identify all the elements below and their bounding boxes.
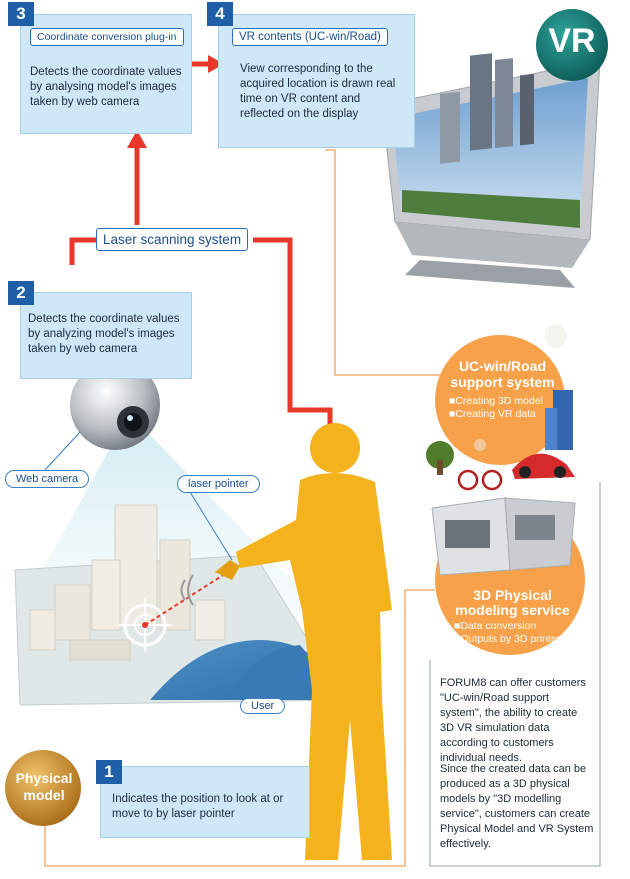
laser-pointer-label: laser pointer [177, 475, 260, 493]
ucwin-item-1: ■Creating 3D model [449, 395, 543, 407]
vr-badge-text: VR [548, 22, 596, 60]
user-label: User [240, 698, 286, 714]
step1-number: 1 [96, 760, 122, 784]
arrow-head-right [208, 55, 224, 73]
step3-text: Detects the coordinate values by analysi… [30, 66, 182, 108]
step4-number: 4 [207, 2, 233, 26]
arrow-head-up [127, 130, 147, 148]
step4-text: View corresponding to the acquired locat… [240, 63, 396, 120]
orange-connector-lines [44, 149, 440, 867]
description-paragraph-1: FORUM8 can offer customers "UC-win/Road … [440, 677, 586, 764]
printer-illustration [431, 497, 576, 576]
laser-target [118, 571, 229, 652]
step2-box [20, 292, 192, 379]
step3-number: 3 [8, 2, 34, 26]
description-frame [429, 482, 601, 867]
step4-title: VR contents (UC-win/Road) [232, 28, 388, 46]
step2-number: 2 [8, 281, 34, 305]
modeling-item-2: ■Outputs by 3D printer [454, 633, 561, 645]
laser-system-label: Laser scanning system [96, 228, 249, 251]
step1-text: Indicates the position to look at or mov… [112, 793, 284, 820]
physical-model-badge-text: Physical model [15, 770, 73, 803]
description-paragraph-2: Since the created data can be produced a… [440, 763, 594, 850]
physical-model-badge-circle [5, 750, 81, 826]
web-camera-graphic [70, 360, 160, 450]
ucwin-illustration [426, 324, 575, 491]
vr-badge-circle [536, 9, 608, 81]
step1-box [100, 766, 310, 838]
modeling-title: 3D Physical modeling service [455, 587, 570, 618]
vr-monitor-graphic [381, 53, 601, 288]
modeling-item-1: ■Data conversion [454, 620, 537, 632]
ucwin-circle-bg [435, 335, 565, 465]
camera-callout-line [44, 431, 81, 471]
pointer-callout-line [189, 491, 233, 561]
web-camera-label: Web camera [5, 470, 90, 488]
ucwin-title: UC-win/Road support system [450, 358, 555, 390]
red-flow-arrows [69, 61, 333, 430]
ucwin-item-2: ■Creating VR data [449, 408, 536, 420]
user-silhouette [215, 423, 392, 860]
step3-title: Coordinate conversion plug-in [30, 28, 184, 46]
step2-text: Detects the coordinate values by analyzi… [28, 313, 180, 355]
